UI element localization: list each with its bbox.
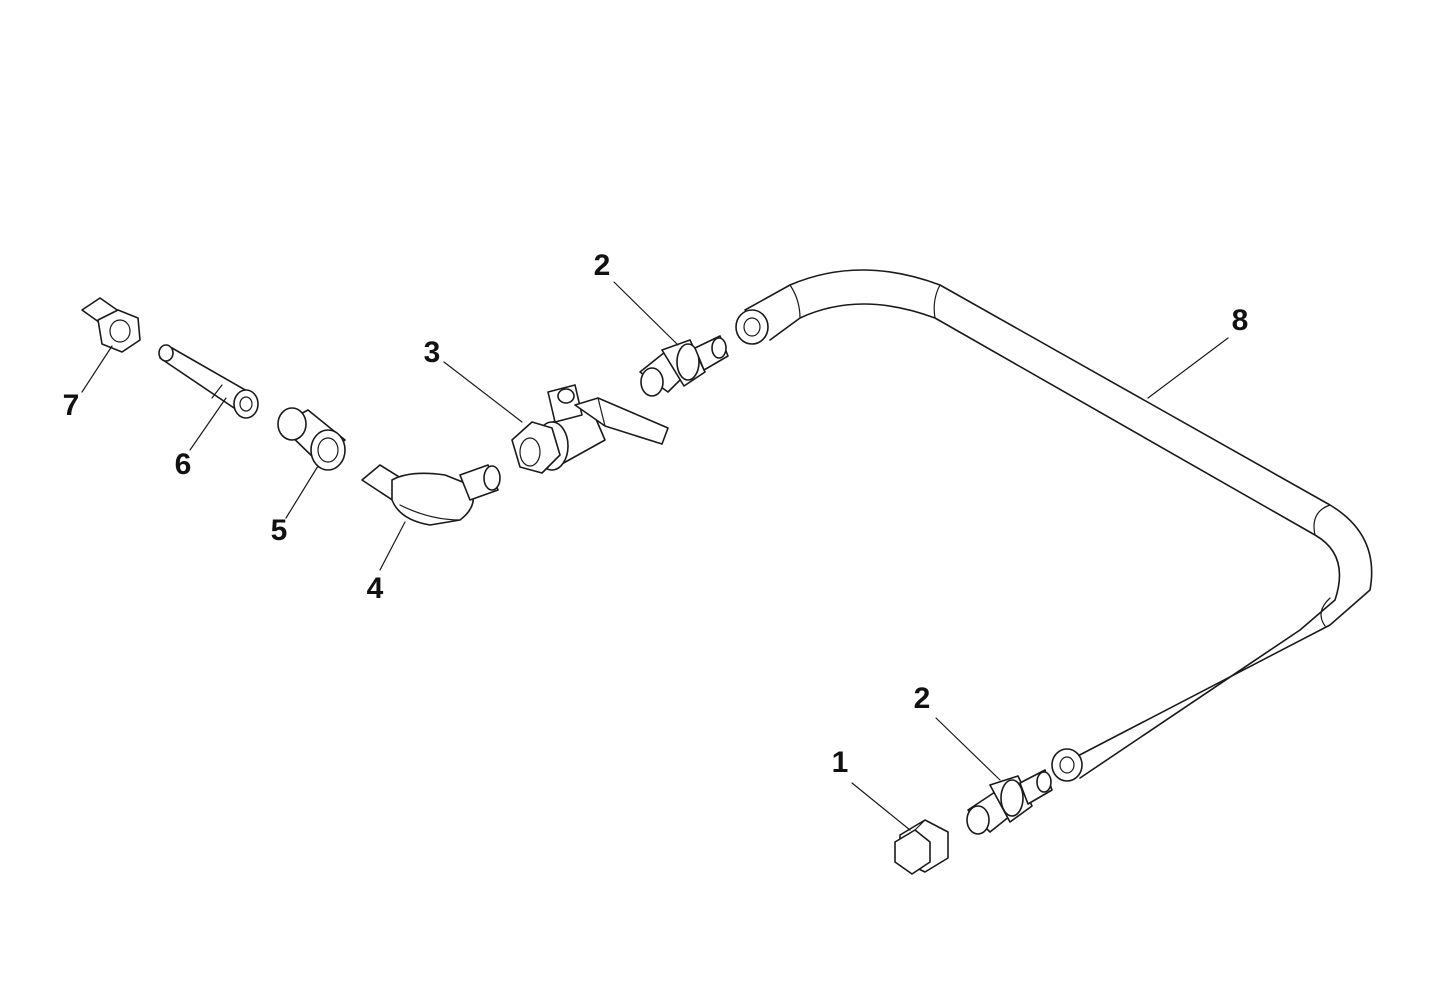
callout-1: 1 — [832, 746, 849, 779]
part-2-fitting-upper — [639, 335, 729, 397]
leader-4 — [379, 521, 406, 571]
callout-3: 3 — [424, 336, 441, 369]
part-4-elbow — [361, 464, 501, 526]
part-3-ball-valve — [511, 384, 669, 474]
leader-1 — [851, 782, 911, 831]
callout-2-upper: 2 — [594, 249, 611, 282]
part-2-fitting-lower — [966, 769, 1053, 835]
tube-end-lower-bore — [1059, 756, 1075, 774]
tube-upper-wall — [744, 269, 1373, 761]
callout-2-lower: 2 — [914, 682, 931, 715]
tube-band-3 — [1313, 504, 1331, 536]
part-7-hex-bushing — [81, 297, 141, 353]
part-6-nipple — [158, 344, 259, 419]
leader-6 — [189, 397, 227, 451]
part-5-coupling — [277, 407, 346, 471]
callout-6: 6 — [175, 448, 192, 481]
tube-end-upper — [735, 309, 769, 345]
valve-handle — [574, 397, 669, 445]
leader-3 — [443, 361, 523, 423]
leader-8 — [1147, 337, 1229, 399]
leader-7 — [81, 345, 113, 393]
callout-5: 5 — [271, 514, 288, 547]
callout-8: 8 — [1232, 304, 1249, 337]
leader-5 — [285, 465, 319, 519]
part-1-hex-cap — [894, 819, 949, 875]
tube-band-2 — [933, 284, 941, 319]
callout-labels: 1 2 2 3 4 5 6 7 8 — [63, 249, 1249, 779]
leader-2-upper — [613, 281, 679, 346]
leader-2-lower — [935, 717, 1001, 781]
tube-lower-wall — [769, 303, 1341, 779]
leader-lines — [81, 281, 1229, 831]
tube-end-upper-bore — [743, 317, 761, 337]
callout-4: 4 — [367, 572, 384, 605]
callout-7: 7 — [63, 389, 80, 422]
tube-end-lower — [1051, 748, 1083, 782]
tube-band-4 — [1320, 597, 1331, 627]
tube-band-1 — [789, 284, 801, 319]
part-8-bent-tube — [735, 269, 1373, 782]
